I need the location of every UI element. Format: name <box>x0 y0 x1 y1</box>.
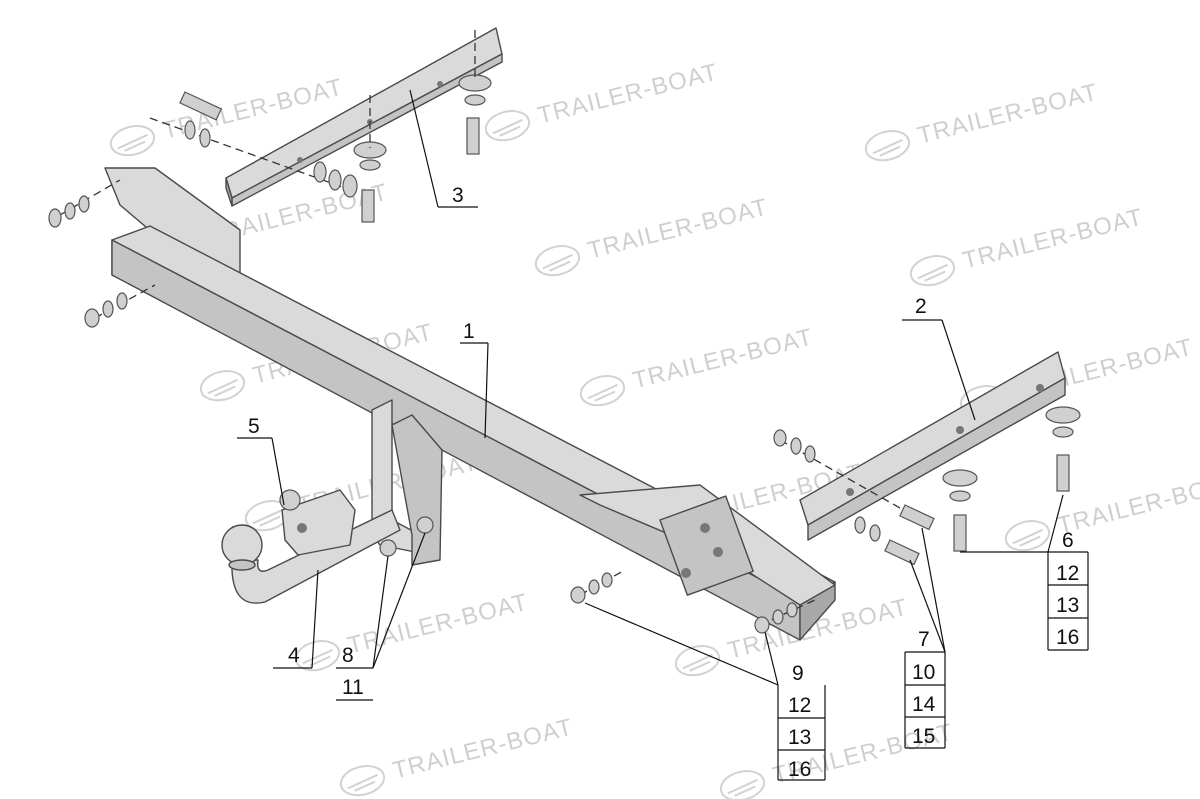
callout-5: 5 <box>248 415 260 438</box>
callout-14: 14 <box>912 693 936 716</box>
watermark-text: TRAILER-BOAT <box>585 194 771 265</box>
callout-6: 6 <box>1062 529 1074 552</box>
main-frame <box>104 167 836 641</box>
callout-1: 1 <box>463 320 475 343</box>
watermark-logo: TRAILER-BOAT <box>909 204 1146 287</box>
watermark-text: TRAILER-BOAT <box>535 59 721 130</box>
watermark-text: TRAILER-BOAT <box>630 324 816 395</box>
callout-7: 7 <box>918 628 930 651</box>
frame-center-bolts <box>570 569 816 634</box>
callout-11: 11 <box>342 676 364 699</box>
callout-13-right: 13 <box>1056 594 1079 617</box>
bracket-right-bolts <box>773 406 1081 566</box>
watermark-logo: TRAILER-BOAT <box>339 714 576 797</box>
bracket-left-bolts <box>149 30 492 223</box>
leader-lines <box>237 89 1089 781</box>
ball-neck <box>221 509 401 604</box>
watermark-logo: TRAILER-BOAT <box>534 194 771 277</box>
watermark-logo: TRAILER-BOAT <box>294 589 531 672</box>
watermark-logo: TRAILER-BOAT <box>579 324 816 407</box>
socket-plate <box>279 489 356 556</box>
callout-2: 2 <box>915 295 927 318</box>
callout-4: 4 <box>288 644 300 667</box>
callout-12-right: 12 <box>1056 562 1079 585</box>
bracket-left <box>225 27 503 207</box>
callout-15: 15 <box>912 725 935 748</box>
watermark-text: TRAILER-BOAT <box>960 204 1146 275</box>
callout-12-center: 12 <box>788 694 811 717</box>
watermark-text: TRAILER-BOAT <box>345 589 531 660</box>
watermark-text: TRAILER-BOAT <box>915 79 1101 150</box>
watermark-logo: TRAILER-BOAT <box>484 59 721 142</box>
watermark-logo: TRAILER-BOAT <box>244 449 481 532</box>
watermark-text: TRAILER-BOAT <box>1055 469 1200 540</box>
callout-8: 8 <box>342 644 354 667</box>
callout-labels: 1 2 3 4 5 8 11 9 12 13 16 7 10 14 15 6 1… <box>248 184 1079 781</box>
bracket-right <box>799 351 1066 541</box>
callout-16-center: 16 <box>788 758 811 781</box>
callout-9: 9 <box>792 662 804 685</box>
callout-16-right: 16 <box>1056 626 1079 649</box>
watermark-text: TRAILER-BOAT <box>390 714 576 785</box>
watermark-logo: TRAILER-BOAT <box>864 79 1101 162</box>
watermark-logo: TRAILER-BOAT <box>1004 469 1200 552</box>
callout-10: 10 <box>912 661 935 684</box>
label-separators <box>778 584 1088 751</box>
callout-13-center: 13 <box>788 726 811 749</box>
callout-3: 3 <box>452 184 464 207</box>
frame-left-bolts <box>48 179 156 328</box>
